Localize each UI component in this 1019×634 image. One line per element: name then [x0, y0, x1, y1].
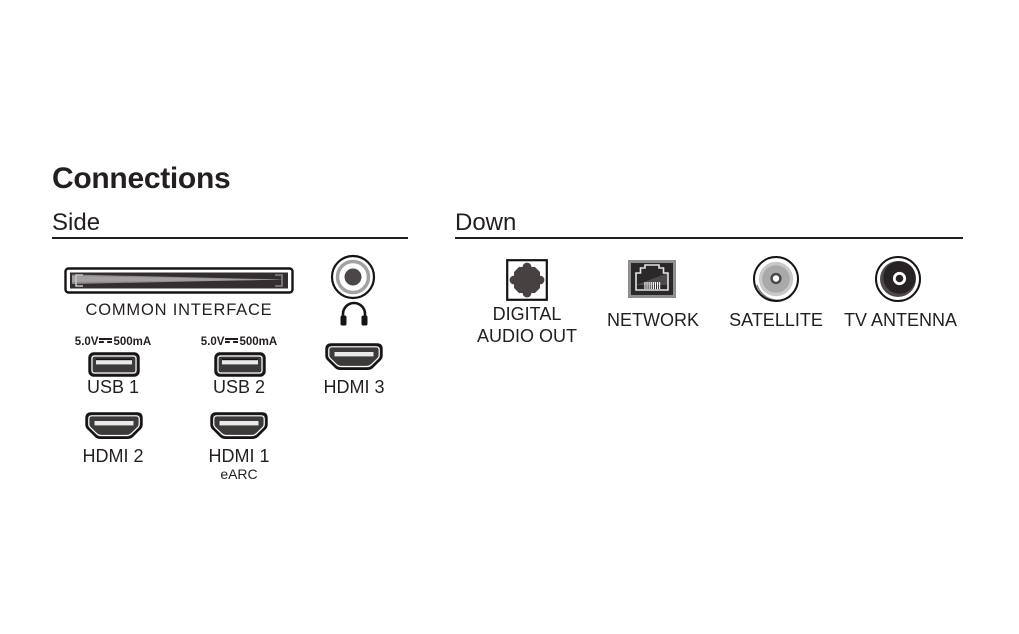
satellite-label: SATELLITE [729, 310, 823, 330]
headphones-icon [339, 300, 369, 327]
usb2-power-rating: 5.0V 500mA [189, 336, 289, 348]
satellite-connector-icon [751, 254, 801, 304]
usb2-voltage: 5.0V [200, 336, 225, 348]
section-heading-down: Down [455, 209, 517, 236]
page-title: Connections [52, 162, 231, 195]
tv-antenna-label: TV ANTENNA [844, 310, 958, 330]
common-interface-slot-icon [64, 267, 294, 294]
hdmi2-port-icon [84, 412, 144, 441]
usb2-label: USB 2 [212, 377, 266, 397]
usb1-port-icon [88, 352, 140, 377]
hdmi1-earc-label: eARC [220, 466, 258, 482]
hdmi2-label: HDMI 2 [82, 446, 144, 466]
network-label: NETWORK [607, 310, 699, 330]
down-section-rule [455, 237, 963, 239]
hdmi3-port-icon [324, 343, 384, 372]
side-section-rule [52, 237, 408, 239]
common-interface-label: COMMON INTERFACE [85, 301, 273, 319]
hdmi1-label: HDMI 1 [208, 446, 270, 466]
tv-antenna-connector-icon [873, 254, 923, 304]
hdmi1-port-icon [209, 412, 269, 441]
section-heading-side: Side [52, 209, 101, 236]
network-port-icon [628, 260, 676, 298]
dc-symbol [225, 338, 239, 344]
digital-audio-out-port-icon [506, 259, 548, 301]
digital-audio-out-label-line1: DIGITAL [492, 304, 562, 324]
hdmi3-label: HDMI 3 [323, 377, 385, 397]
headphone-jack-icon [329, 253, 377, 301]
dc-symbol [99, 338, 113, 344]
usb1-voltage: 5.0V [74, 336, 99, 348]
usb1-power-rating: 5.0V 500mA [63, 336, 163, 348]
digital-audio-out-label-line2: AUDIO OUT [477, 326, 578, 346]
usb2-current: 500mA [239, 336, 278, 348]
usb2-port-icon [214, 352, 266, 377]
usb1-label: USB 1 [86, 377, 140, 397]
usb1-current: 500mA [113, 336, 152, 348]
